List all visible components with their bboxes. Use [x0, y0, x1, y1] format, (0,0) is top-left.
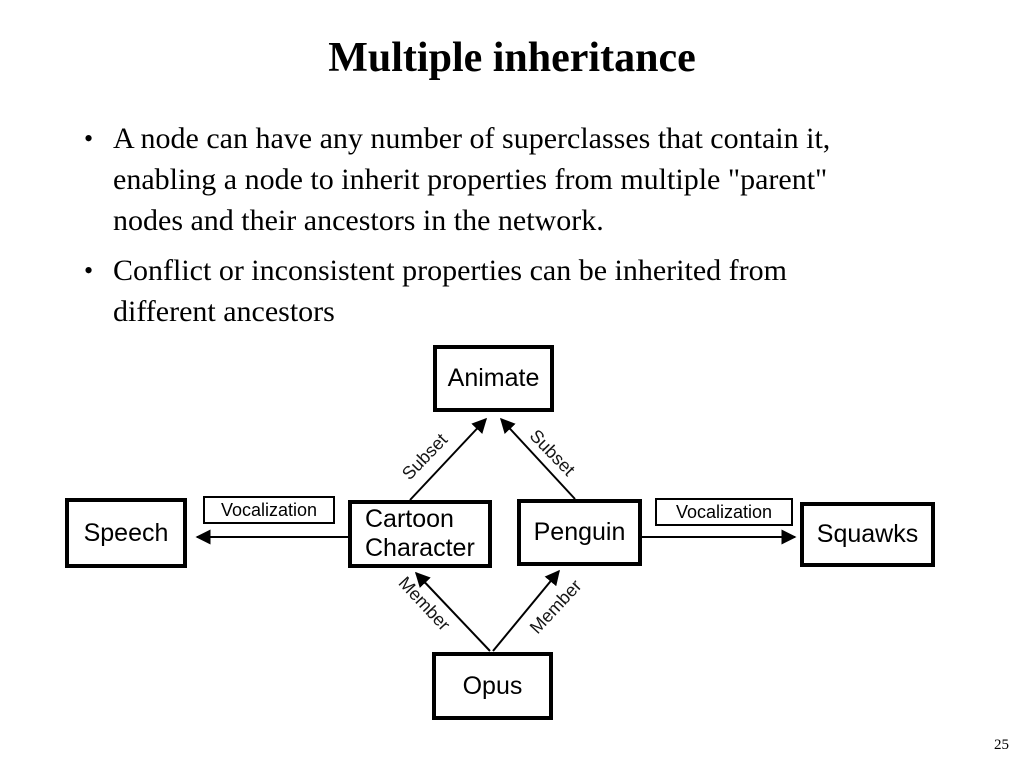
arrow-subset-right — [499, 417, 576, 500]
node-penguin: Penguin — [517, 499, 642, 566]
bullet-item: • Conflict or inconsistent properties ca… — [84, 250, 974, 332]
bullet-marker: • — [84, 256, 94, 285]
edge-label-vocalization-right: Vocalization — [655, 498, 793, 526]
node-animate: Animate — [433, 345, 554, 412]
node-speech: Speech — [65, 498, 187, 568]
node-squawks: Squawks — [800, 502, 935, 567]
page-number: 25 — [994, 737, 1009, 753]
slide-title: Multiple inheritance — [328, 35, 696, 81]
bullet-marker: • — [84, 124, 94, 153]
bullet-text: Conflict or inconsistent properties can … — [113, 254, 787, 328]
node-opus: Opus — [432, 652, 553, 720]
node-cartoon-character: Cartoon Character — [348, 500, 492, 568]
bullet-item: • A node can have any number of supercla… — [84, 118, 974, 241]
edge-label-vocalization-left: Vocalization — [203, 496, 335, 524]
arrow-member-left — [414, 571, 491, 652]
bullet-list: • A node can have any number of supercla… — [84, 118, 974, 341]
arrow-member-right — [492, 569, 560, 652]
arrow-subset-left — [409, 417, 488, 501]
bullet-text: A node can have any number of superclass… — [113, 122, 831, 237]
